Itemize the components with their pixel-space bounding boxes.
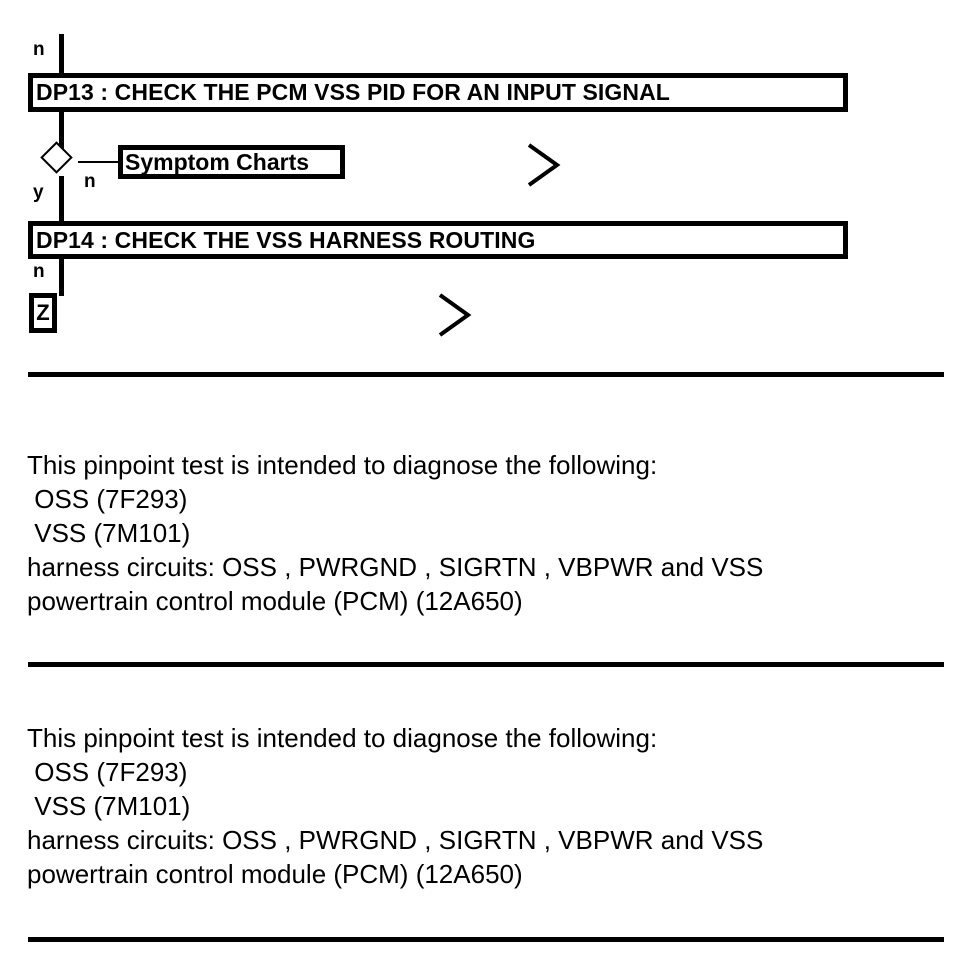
connector-tag-z-label: Z (36, 300, 50, 325)
branch-label-top-n: n (33, 39, 45, 60)
flowchart-diagram: n DP13 : CHECK THE PCM VSS PID FOR AN IN… (0, 0, 960, 360)
text-line: This pinpoint test is intended to diagno… (27, 723, 658, 753)
text-line: This pinpoint test is intended to diagno… (27, 450, 658, 480)
branch-label-decision-n: n (84, 171, 96, 192)
connector-tag-z[interactable]: Z (29, 293, 57, 333)
horizontal-rule-1 (28, 372, 944, 377)
branch-label-decision-y: y (33, 182, 44, 203)
connector-line-dp13-to-decision (59, 112, 64, 150)
text-line: OSS (7F293) (27, 484, 188, 514)
process-box-dp14[interactable]: DP14 : CHECK THE VSS HARNESS ROUTING (28, 221, 848, 259)
text-line: powertrain control module (PCM) (12A650) (27, 859, 523, 889)
decision-diamond[interactable] (40, 141, 73, 174)
connector-line-decision-to-symptom-charts (78, 161, 120, 163)
horizontal-rule-2 (28, 662, 944, 667)
horizontal-rule-3 (28, 937, 944, 942)
text-line: powertrain control module (PCM) (12A650) (27, 586, 523, 616)
branch-label-bottom-n: n (33, 261, 45, 282)
chevron-right-icon-2 (435, 290, 475, 345)
connector-line-decision-to-dp14 (59, 176, 64, 221)
text-line: harness circuits: OSS , PWRGND , SIGRTN … (27, 552, 764, 582)
chevron-right-icon-1 (524, 140, 564, 195)
pinpoint-test-block-2: This pinpoint test is intended to diagno… (27, 721, 927, 891)
reference-box-symptom-charts[interactable]: Symptom Charts (118, 145, 345, 179)
process-box-dp14-label: DP14 : CHECK THE VSS HARNESS ROUTING (36, 226, 536, 253)
process-box-dp13[interactable]: DP13 : CHECK THE PCM VSS PID FOR AN INPU… (28, 73, 848, 112)
pinpoint-test-block-1: This pinpoint test is intended to diagno… (27, 448, 927, 618)
text-line: VSS (7M101) (27, 791, 191, 821)
text-line: VSS (7M101) (27, 518, 191, 548)
connector-line-top (59, 34, 64, 73)
process-box-dp13-label: DP13 : CHECK THE PCM VSS PID FOR AN INPU… (36, 79, 670, 105)
reference-box-symptom-charts-label: Symptom Charts (125, 148, 310, 175)
connector-line-dp14-to-tag-z (59, 259, 64, 296)
text-line: harness circuits: OSS , PWRGND , SIGRTN … (27, 825, 764, 855)
text-line: OSS (7F293) (27, 757, 188, 787)
